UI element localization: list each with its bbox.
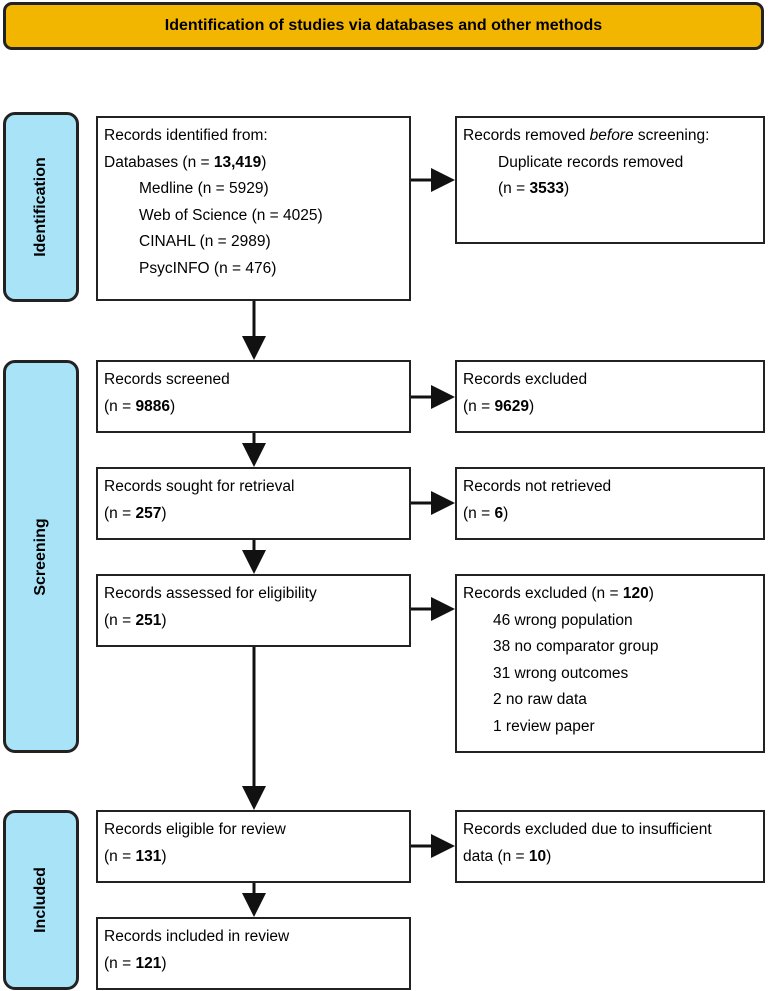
records-excluded-title: Records excluded bbox=[463, 371, 588, 388]
assessed-value: 251 bbox=[135, 611, 162, 629]
source-medline: Medline (n = 5929) bbox=[139, 180, 269, 197]
records-screened-title: Records screened bbox=[104, 371, 230, 388]
excluded2-value: 120 bbox=[622, 585, 649, 602]
source-psycinfo: PsycINFO (n = 476) bbox=[139, 259, 277, 277]
diagram-title: Identification of studies via databases … bbox=[3, 2, 764, 50]
assessed-prefix: (n = bbox=[104, 611, 136, 629]
screened-suffix: ) bbox=[169, 397, 176, 415]
phase-included: Included bbox=[3, 810, 79, 990]
records-assessed-title: Records assessed for eligibility bbox=[104, 585, 317, 602]
records-not-retrieved-box: Records not retrieved (n = 6) bbox=[455, 467, 765, 540]
reason-wrong-population: 46 wrong population bbox=[493, 611, 633, 629]
records-eligible-title: Records eligible for review bbox=[104, 821, 286, 838]
not-retrieved-suffix: ) bbox=[503, 504, 509, 522]
reason-review-paper: 1 review paper bbox=[493, 717, 595, 735]
excluded2-suffix: ) bbox=[648, 585, 654, 602]
records-excluded-insufficient-box: Records excluded due to insufficient dat… bbox=[455, 810, 765, 883]
reason-no-raw-data: 2 no raw data bbox=[493, 691, 587, 708]
screened-value: 9886 bbox=[135, 397, 170, 415]
excluded-insufficient-count: data (n = 10) bbox=[463, 844, 757, 871]
records-identified-title: Records identified from: bbox=[104, 127, 268, 144]
sought-suffix: ) bbox=[161, 504, 167, 522]
records-excluded-count: (n = 9629) bbox=[463, 394, 757, 421]
records-included-box: Records included in review (n = 121) bbox=[96, 917, 411, 990]
assessed-suffix: ) bbox=[161, 611, 167, 629]
databases-count: Databases (n = 13,419) bbox=[104, 150, 403, 177]
records-eligible-count: (n = 131) bbox=[104, 844, 403, 871]
sought-prefix: (n = bbox=[104, 504, 136, 522]
records-included-title: Records included in review bbox=[104, 928, 290, 945]
duplicates-count: (n = 3533) bbox=[463, 176, 757, 203]
not-retrieved-value: 6 bbox=[494, 504, 504, 522]
records-not-retrieved-title: Records not retrieved bbox=[463, 478, 612, 495]
duplicates-suffix: ) bbox=[563, 180, 570, 197]
records-screened-box: Records screened (n = 9886) bbox=[96, 360, 411, 433]
duplicates-value: 3533 bbox=[529, 180, 564, 197]
records-included-count: (n = 121) bbox=[104, 951, 403, 978]
records-screened-count: (n = 9886) bbox=[104, 394, 403, 421]
source-cinahl: CINAHL (n = 2989) bbox=[139, 233, 271, 250]
excluded3-value: 10 bbox=[528, 847, 547, 865]
not-retrieved-prefix: (n = bbox=[463, 504, 495, 522]
excluded3-suffix: ) bbox=[546, 847, 552, 865]
records-identified-box: Records identified from: Databases (n = … bbox=[96, 116, 411, 301]
excluded3-prefix: data (n = bbox=[463, 847, 529, 865]
databases-suffix: ) bbox=[261, 153, 267, 171]
eligible-suffix: ) bbox=[161, 847, 167, 865]
included-suffix: ) bbox=[161, 954, 167, 972]
records-assessed-box: Records assessed for eligibility (n = 25… bbox=[96, 574, 411, 647]
eligible-value: 131 bbox=[135, 847, 162, 865]
records-sought-title: Records sought for retrieval bbox=[104, 478, 295, 495]
excluded-insufficient-title: Records excluded due to insufficient bbox=[463, 821, 712, 838]
removed-title-prefix: Records removed bbox=[463, 127, 590, 144]
removed-title-emphasis: before bbox=[589, 127, 634, 144]
records-sought-box: Records sought for retrieval (n = 257) bbox=[96, 467, 411, 540]
duplicates-prefix: (n = bbox=[498, 180, 530, 197]
included-value: 121 bbox=[135, 954, 162, 972]
excluded2-prefix: Records excluded (n = bbox=[463, 585, 623, 602]
excluded1-value: 9629 bbox=[494, 397, 529, 415]
phase-identification: Identification bbox=[3, 112, 79, 302]
records-eligible-box: Records eligible for review (n = 131) bbox=[96, 810, 411, 883]
records-sought-count: (n = 257) bbox=[104, 501, 403, 528]
duplicates-label: Duplicate records removed bbox=[498, 153, 684, 171]
reason-wrong-outcomes: 31 wrong outcomes bbox=[493, 664, 629, 682]
included-prefix: (n = bbox=[104, 954, 136, 972]
excluded-reasons-title: Records excluded (n = 120) bbox=[463, 581, 757, 608]
records-excluded-reasons-box: Records excluded (n = 120) 46 wrong popu… bbox=[455, 574, 765, 753]
diagram-title-text: Identification of studies via databases … bbox=[164, 17, 603, 34]
reason-no-comparator: 38 no comparator group bbox=[493, 638, 659, 655]
screened-prefix: (n = bbox=[104, 397, 136, 415]
eligible-prefix: (n = bbox=[104, 847, 136, 865]
records-excluded-box: Records excluded (n = 9629) bbox=[455, 360, 765, 433]
removed-title-suffix: screening: bbox=[633, 127, 710, 144]
phase-screening: Screening bbox=[3, 360, 79, 753]
records-not-retrieved-count: (n = 6) bbox=[463, 501, 757, 528]
excluded1-suffix: ) bbox=[528, 397, 535, 415]
excluded1-prefix: (n = bbox=[463, 397, 495, 415]
sought-value: 257 bbox=[135, 504, 162, 522]
databases-value: 13,419 bbox=[213, 153, 262, 171]
records-assessed-count: (n = 251) bbox=[104, 608, 403, 635]
records-removed-title: Records removed before screening: bbox=[463, 123, 757, 150]
source-web-of-science: Web of Science (n = 4025) bbox=[139, 206, 323, 224]
databases-prefix: Databases (n = bbox=[104, 153, 214, 171]
records-removed-box: Records removed before screening: Duplic… bbox=[455, 116, 765, 244]
